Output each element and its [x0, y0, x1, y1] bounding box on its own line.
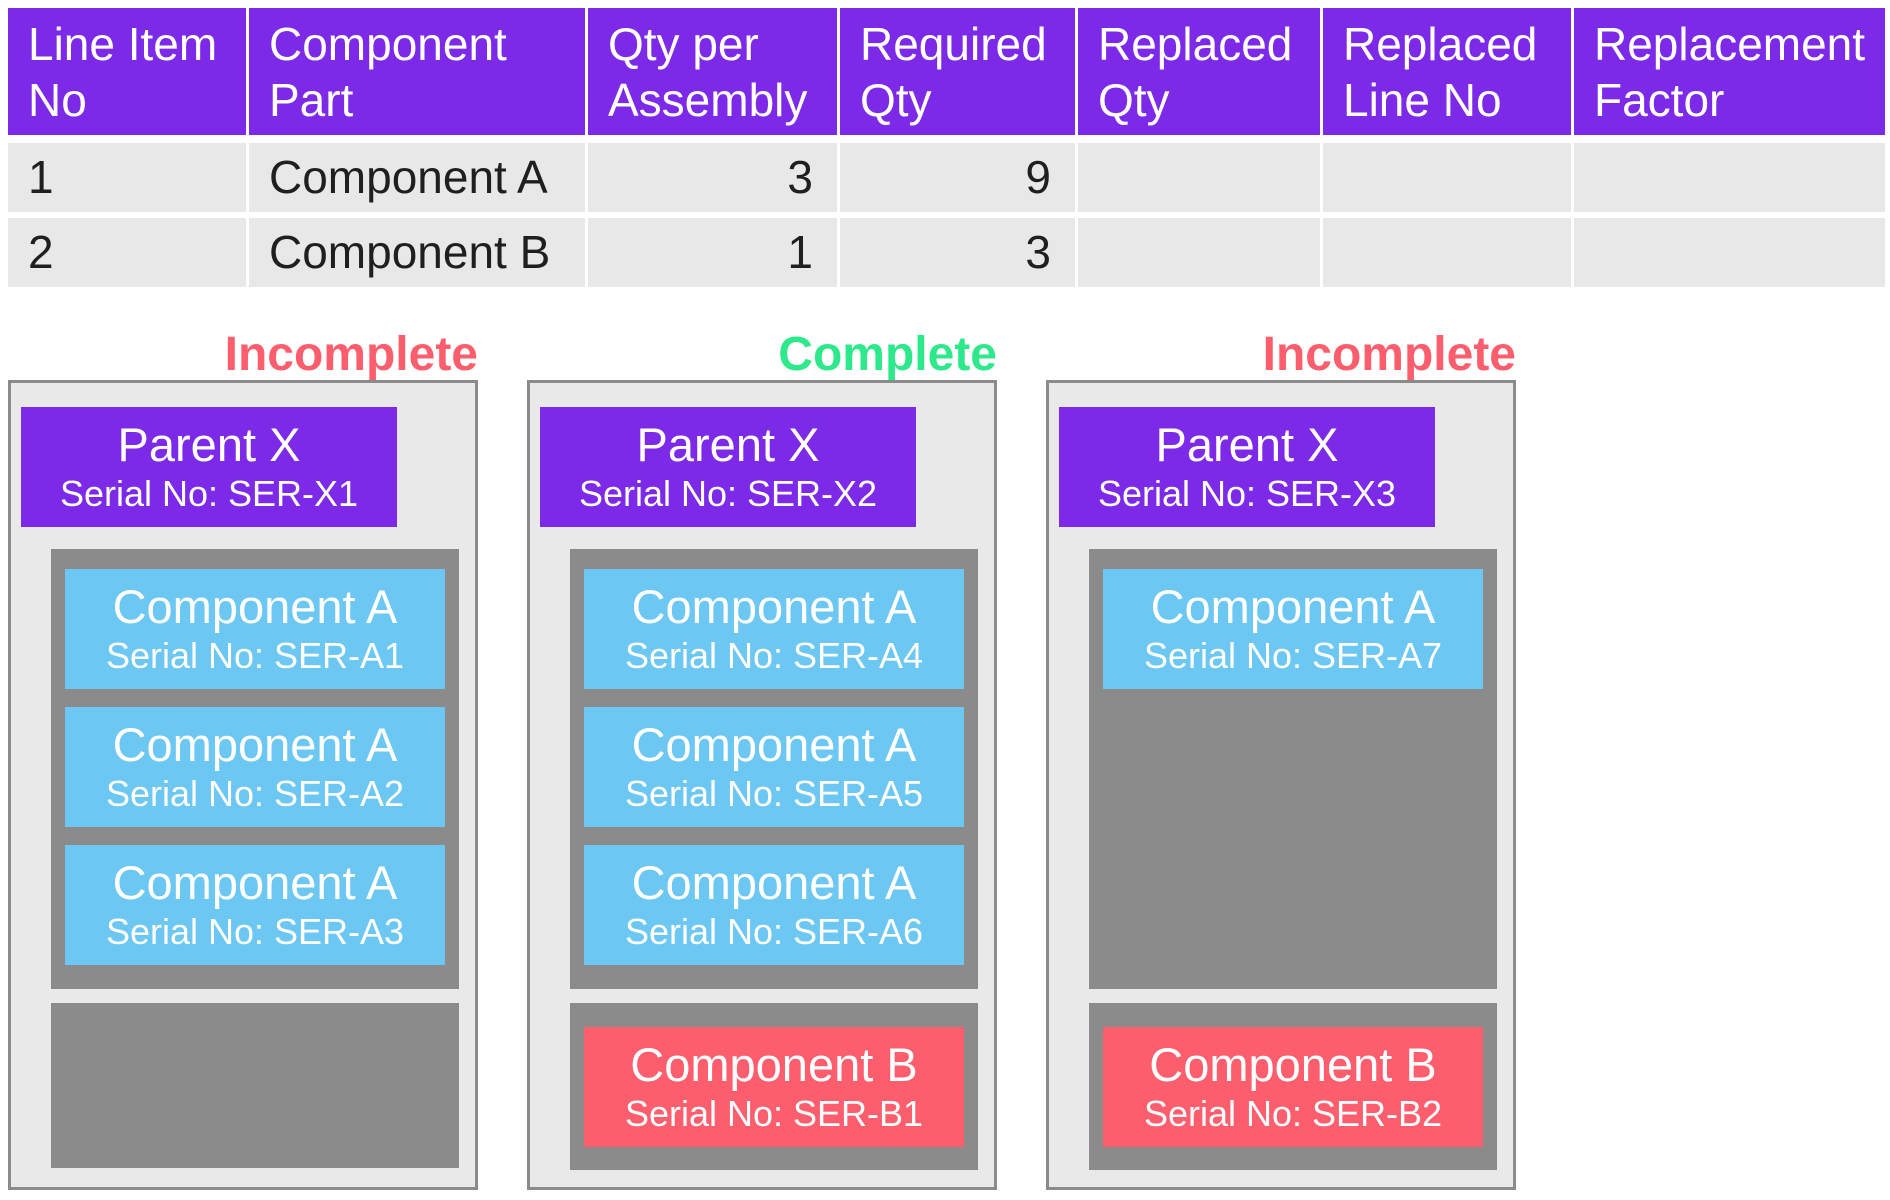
component-a-box: Component A Serial No: SER-A1 — [65, 569, 445, 689]
parent-title: Parent X — [117, 418, 301, 471]
component-a-box: Component A Serial No: SER-A7 — [1103, 569, 1483, 689]
cell-component-part: Component B — [249, 218, 585, 287]
component-serial: Serial No: SER-A7 — [1143, 635, 1443, 676]
assembly-card-ser-x1: Parent X Serial No: SER-X1 Component A S… — [8, 380, 478, 1190]
cell-qty-per-assembly: 1 — [588, 218, 837, 287]
parent-box: Parent X Serial No: SER-X1 — [21, 407, 397, 527]
component-a-box: Component A Serial No: SER-A2 — [65, 707, 445, 827]
cell-line-item-no: 2 — [8, 218, 246, 287]
component-a-slot-container: Component A Serial No: SER-A7 — [1089, 549, 1497, 989]
parent-box: Parent X Serial No: SER-X2 — [540, 407, 916, 527]
component-a-box: Component A Serial No: SER-A3 — [65, 845, 445, 965]
component-serial: Serial No: SER-B2 — [1143, 1093, 1443, 1134]
cell-component-part: Component A — [249, 143, 585, 212]
component-serial: Serial No: SER-A5 — [624, 773, 924, 814]
component-a-box: Component A Serial No: SER-A6 — [584, 845, 964, 965]
parent-serial: Serial No: SER-X3 — [1097, 473, 1397, 514]
header-replacement-factor: Replacement Factor — [1574, 8, 1885, 135]
cell-required-qty: 3 — [840, 218, 1075, 287]
table-row: 1 Component A 3 9 — [8, 143, 1885, 212]
component-serial: Serial No: SER-A2 — [105, 773, 405, 814]
header-qty-per-assembly: Qty per Assembly — [588, 8, 837, 135]
parent-serial: Serial No: SER-X2 — [578, 473, 878, 514]
header-replaced-qty: Replaced Qty — [1078, 8, 1320, 135]
component-serial: Serial No: SER-A6 — [624, 911, 924, 952]
table-row: 2 Component B 1 3 — [8, 218, 1885, 287]
component-b-slot-container: Component B Serial No: SER-B2 — [1089, 1003, 1497, 1170]
header-line-item-no: Line Item No — [8, 8, 246, 135]
header-required-qty: Required Qty — [840, 8, 1075, 135]
status-label-incomplete-2: Incomplete — [1262, 328, 1516, 381]
cell-replacement-factor — [1574, 218, 1885, 287]
parent-box: Parent X Serial No: SER-X3 — [1059, 407, 1435, 527]
component-title: Component A — [631, 856, 917, 909]
component-title: Component B — [1149, 1038, 1437, 1091]
component-b-slot-container: Component B Serial No: SER-B1 — [570, 1003, 978, 1170]
component-b-box: Component B Serial No: SER-B2 — [1103, 1027, 1483, 1147]
parent-title: Parent X — [1155, 418, 1339, 471]
component-title: Component A — [112, 856, 398, 909]
component-serial: Serial No: SER-A1 — [105, 635, 405, 676]
status-label-complete: Complete — [778, 328, 997, 381]
assembly-card-ser-x3: Parent X Serial No: SER-X3 Component A S… — [1046, 380, 1516, 1190]
cell-replaced-line-no — [1323, 218, 1571, 287]
component-b-slot-empty — [51, 1003, 459, 1168]
bom-table-header-row: Line Item No Component Part Qty per Asse… — [8, 8, 1885, 135]
parent-serial: Serial No: SER-X1 — [59, 473, 359, 514]
component-a-box: Component A Serial No: SER-A5 — [584, 707, 964, 827]
cell-line-item-no: 1 — [8, 143, 246, 212]
cell-qty-per-assembly: 3 — [588, 143, 837, 212]
header-replaced-line-no: Replaced Line No — [1323, 8, 1571, 135]
cell-replaced-line-no — [1323, 143, 1571, 212]
component-b-box: Component B Serial No: SER-B1 — [584, 1027, 964, 1147]
component-title: Component A — [112, 580, 398, 633]
assembly-card-ser-x2: Parent X Serial No: SER-X2 Component A S… — [527, 380, 997, 1190]
component-serial: Serial No: SER-B1 — [624, 1093, 924, 1134]
component-a-box: Component A Serial No: SER-A4 — [584, 569, 964, 689]
component-title: Component A — [1150, 580, 1436, 633]
component-title: Component A — [112, 718, 398, 771]
component-title: Component A — [631, 580, 917, 633]
cell-required-qty: 9 — [840, 143, 1075, 212]
component-a-slot-container: Component A Serial No: SER-A4 Component … — [570, 549, 978, 989]
component-serial: Serial No: SER-A4 — [624, 635, 924, 676]
cell-replaced-qty — [1078, 143, 1320, 212]
component-title: Component A — [631, 718, 917, 771]
parent-title: Parent X — [636, 418, 820, 471]
cell-replacement-factor — [1574, 143, 1885, 212]
component-serial: Serial No: SER-A3 — [105, 911, 405, 952]
component-a-slot-container: Component A Serial No: SER-A1 Component … — [51, 549, 459, 989]
status-label-incomplete-1: Incomplete — [224, 328, 478, 381]
component-title: Component B — [630, 1038, 918, 1091]
cell-replaced-qty — [1078, 218, 1320, 287]
header-component-part: Component Part — [249, 8, 585, 135]
